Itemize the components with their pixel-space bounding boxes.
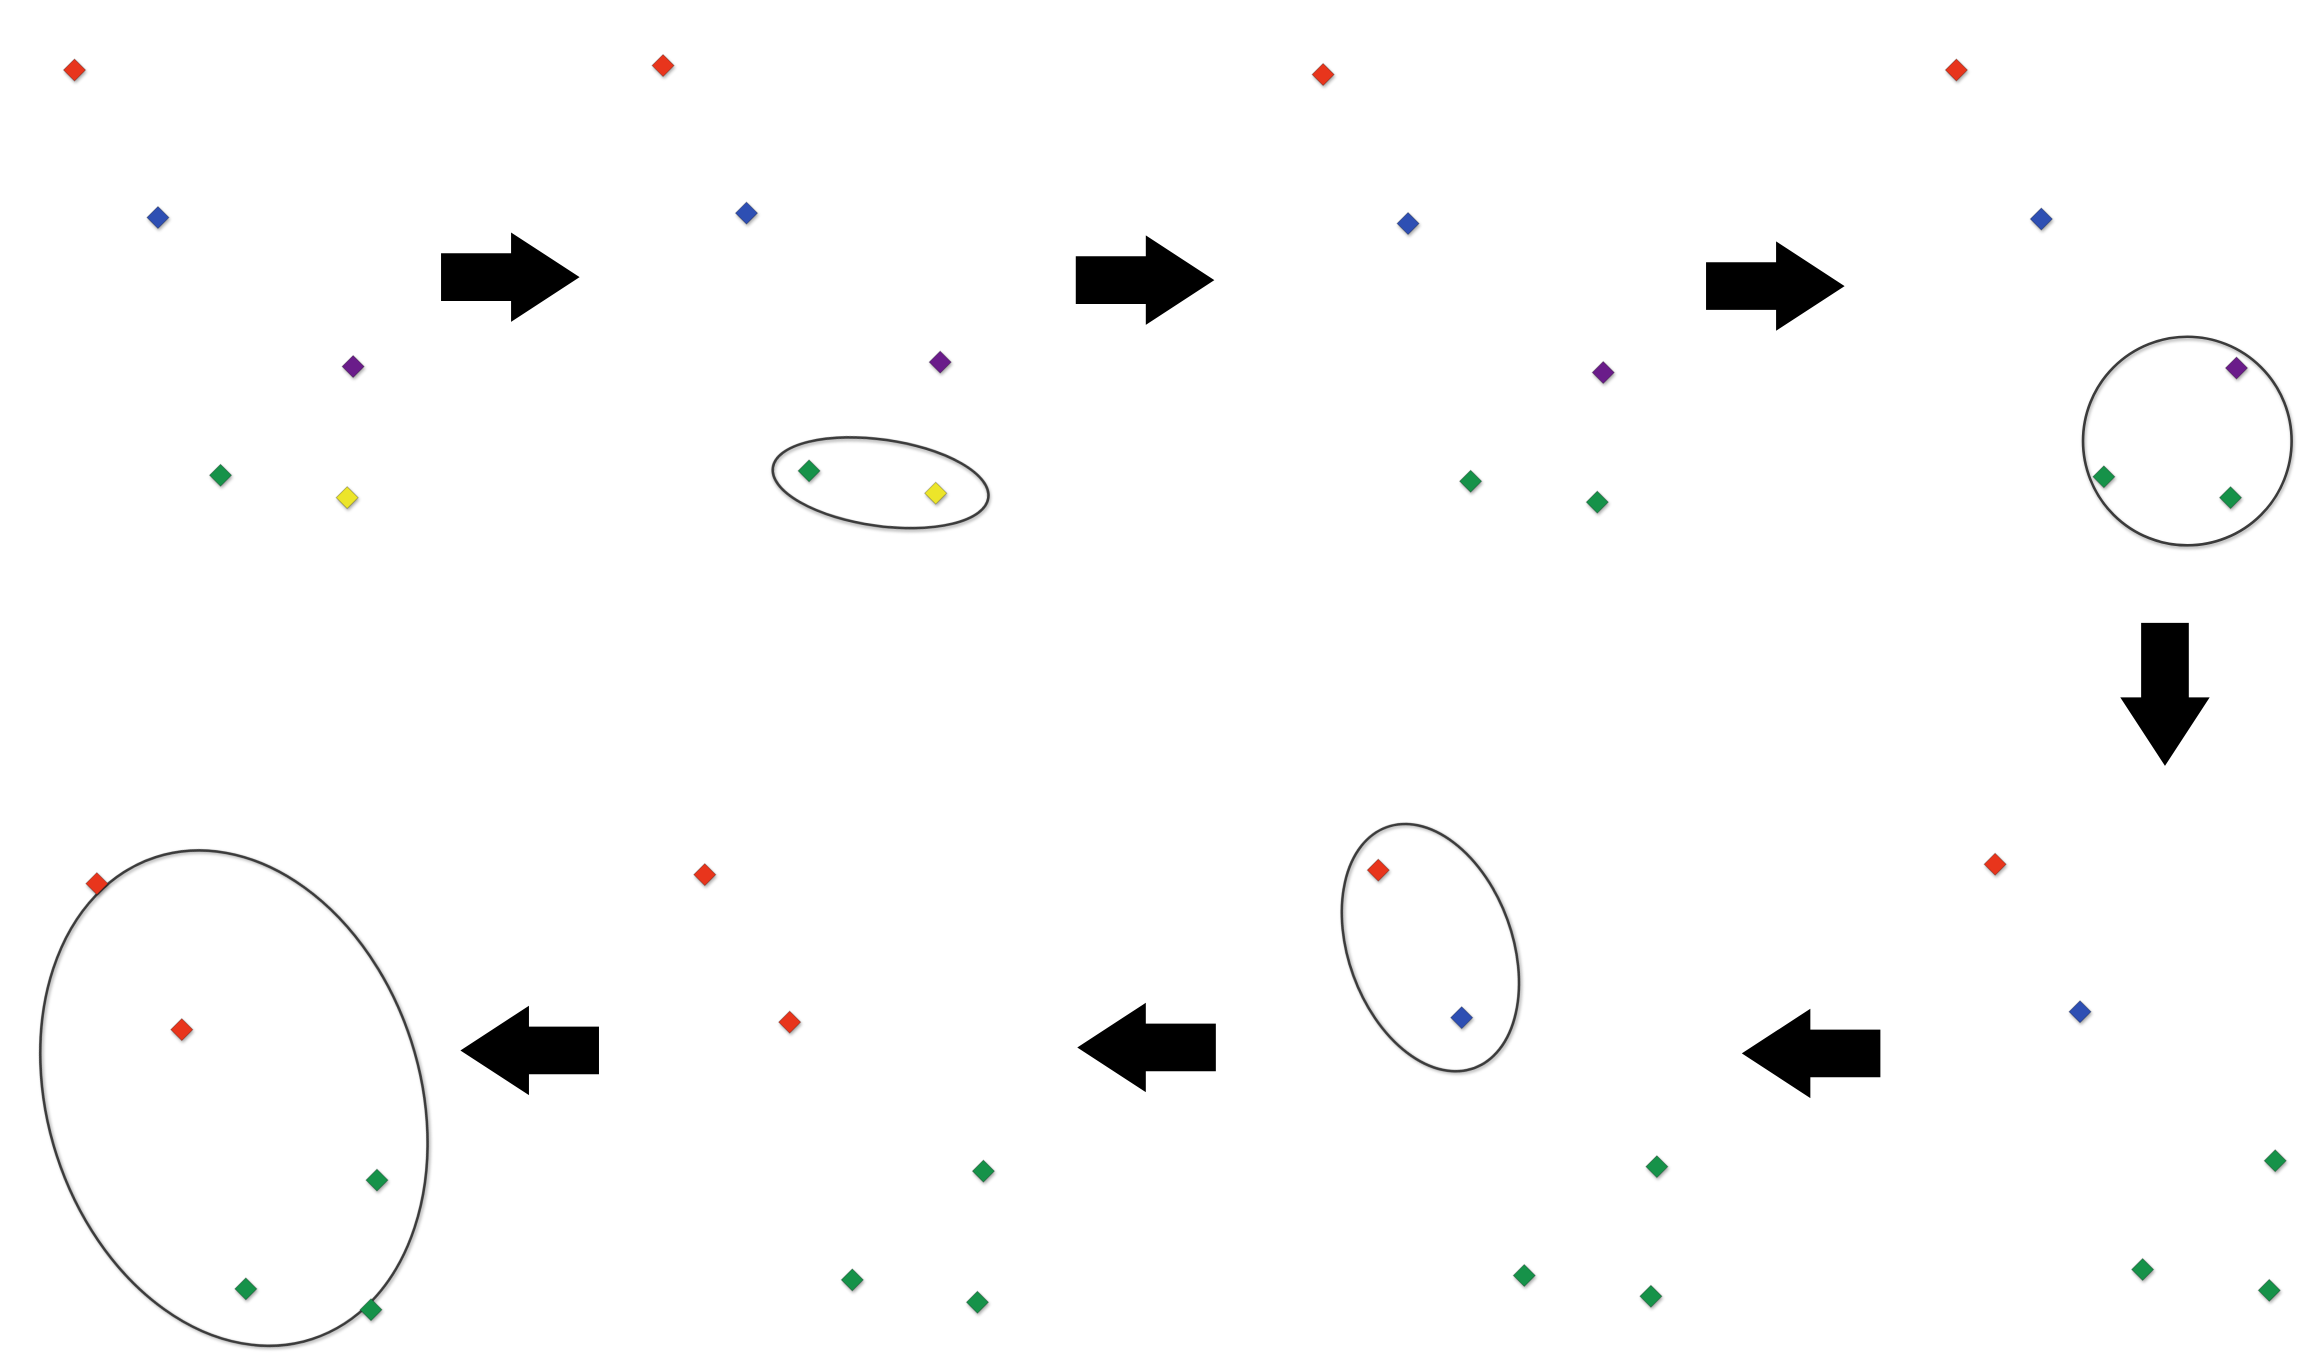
- green-point-step-8: [365, 1168, 389, 1192]
- arrow-right-step-1: [441, 232, 580, 322]
- green-point-step-8: [359, 1298, 383, 1322]
- cluster-ellipse-step-4: [2081, 335, 2293, 547]
- red-point-step-8: [85, 871, 109, 896]
- green-point-step-7: [965, 1290, 990, 1314]
- red-point-step-7: [693, 862, 717, 887]
- red-point-step-5: [1983, 852, 2007, 876]
- blue-point-step-4: [2029, 207, 2054, 231]
- green-point-step-8: [234, 1277, 258, 1301]
- green-point-step-7: [971, 1159, 996, 1183]
- red-point-step-6: [1366, 858, 1390, 882]
- purple-point-step-2: [928, 350, 952, 374]
- red-point-step-1: [62, 58, 87, 82]
- arrow-left-step-6: [1077, 1002, 1216, 1093]
- red-point-step-8: [170, 1017, 194, 1042]
- cluster-ellipse-step-2: [771, 436, 990, 530]
- green-point-step-4: [2092, 465, 2116, 489]
- green-point-step-7: [840, 1268, 864, 1292]
- green-point-step-6: [1512, 1263, 1536, 1288]
- green-point-step-1: [208, 463, 233, 488]
- blue-point-step-3: [1396, 211, 1420, 236]
- red-point-step-3: [1311, 62, 1335, 87]
- red-point-step-2: [651, 53, 675, 78]
- cluster-ellipses: [38, 335, 2293, 1348]
- cluster-ellipse-step-8: [38, 849, 429, 1348]
- arrow-right-step-3: [1706, 241, 1845, 331]
- blue-point-step-2: [734, 201, 759, 225]
- green-point-step-2: [797, 459, 821, 483]
- blue-point-step-5: [2068, 1000, 2092, 1024]
- green-point-step-6: [1639, 1284, 1663, 1309]
- purple-point-step-4: [2224, 356, 2249, 380]
- blue-point-step-6: [1449, 1005, 1474, 1030]
- green-point-step-5: [2130, 1257, 2155, 1282]
- data-points: [62, 53, 2287, 1322]
- purple-point-step-1: [341, 354, 365, 379]
- arrow-left-step-5: [1741, 1008, 1881, 1099]
- arrow-down-step-4: [2120, 622, 2210, 766]
- green-point-step-3: [1458, 469, 1483, 493]
- green-point-step-5: [2257, 1278, 2281, 1303]
- green-point-step-5: [2263, 1149, 2287, 1173]
- cluster-ellipse-step-6: [1340, 822, 1521, 1073]
- arrow-left-step-7: [460, 1005, 599, 1096]
- green-point-step-3: [1585, 490, 1609, 514]
- step-arrows: [441, 232, 2210, 1099]
- green-point-step-4: [2218, 485, 2243, 510]
- red-point-step-4: [1944, 58, 1969, 82]
- blue-point-step-1: [146, 205, 170, 230]
- arrow-right-step-2: [1075, 235, 1215, 325]
- green-point-step-6: [1645, 1154, 1669, 1179]
- yellow-point-step-1: [335, 485, 359, 510]
- red-point-step-7: [777, 1010, 802, 1034]
- yellow-point-step-2: [924, 481, 948, 505]
- purple-point-step-3: [1591, 360, 1615, 385]
